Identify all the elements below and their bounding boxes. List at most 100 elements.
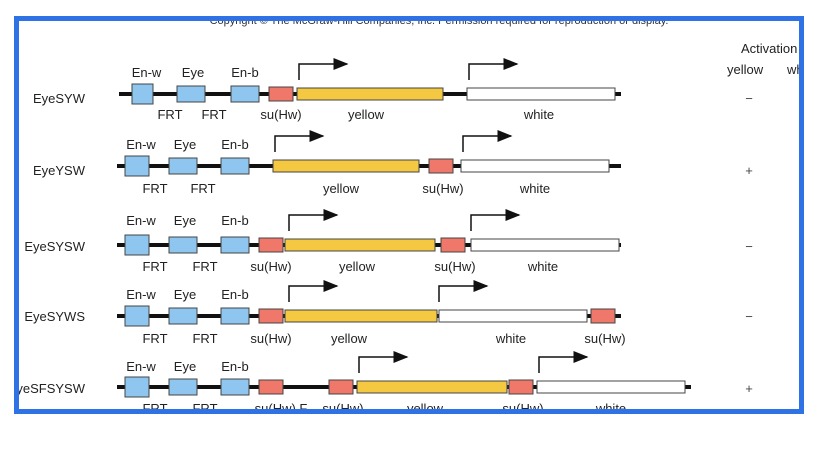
yellow-gene-eyesyws	[284, 309, 438, 323]
eye-label-eyesyws: Eye	[174, 287, 196, 302]
yellow-label-eyesyws: yellow	[331, 331, 368, 346]
promoter-arrow-eyeysw-1	[274, 130, 325, 152]
en-w-label-eyesyws: En-w	[126, 287, 156, 302]
white-column-header: white	[787, 62, 804, 77]
en-w-label-eyesyw: En-w	[132, 65, 162, 80]
promoter-arrow-eyesysw-2	[470, 209, 521, 231]
en-b-label-eyesyws: En-b	[221, 287, 248, 302]
frt-label-eyesyws-1: FRT	[142, 331, 167, 346]
white-label-eyesfsysw: white	[595, 401, 626, 414]
en-b-label-eyesfsysw: En-b	[221, 359, 248, 374]
frt-label-eyesyws-2: FRT	[192, 331, 217, 346]
frt-label-eyesysw-1: FRT	[142, 259, 167, 274]
su-hw-insulator-eyesyws-1	[258, 308, 284, 324]
su-hw-insulator-eyesyw-1	[268, 86, 294, 102]
promoter-arrow-eyesfsysw-2	[538, 351, 589, 373]
white-gene-eyesyw	[466, 87, 616, 101]
en-w-label-eyesysw: En-w	[126, 213, 156, 228]
white-label-eyesyw: white	[523, 107, 554, 122]
en-b-enhancer-eyeysw	[220, 157, 250, 175]
su-hw-label-eyesyws-1: su(Hw)	[250, 331, 291, 346]
white-gene-eyesyws	[438, 309, 588, 323]
yellow-gene-eyeysw	[272, 159, 420, 173]
eye-enhancer-eyesysw	[168, 236, 198, 254]
row-label-eyesyws: EyeSYWS	[24, 309, 85, 324]
su-hw-label-eyesysw-2: su(Hw)	[434, 259, 475, 274]
su-hw-insulator-eyesfsysw-1	[258, 379, 284, 395]
eye-enhancer-eyeysw	[168, 157, 198, 175]
row-label-eyeysw: EyeYSW	[32, 163, 85, 178]
en-w-label-eyeysw: En-w	[126, 137, 156, 152]
en-b-enhancer-eyesyw	[230, 85, 260, 103]
figure-frame: Copyright © The McGraw-Hill Companies, I…	[14, 16, 804, 414]
su-hw-label-eyesysw-1: su(Hw)	[250, 259, 291, 274]
en-b-label-eyesyw: En-b	[231, 65, 258, 80]
su-hw-insulator-eyesyws-2	[590, 308, 616, 324]
row-label-eyesysw: EyeSYSW	[24, 239, 85, 254]
eye-enhancer-eyesfsysw	[168, 378, 198, 396]
su-hw-label-eyesyws-2: su(Hw)	[584, 331, 625, 346]
white-label-eyeysw: white	[519, 181, 550, 196]
frt-label-eyeysw-1: FRT	[142, 181, 167, 196]
frt-label-eyesfsysw-2: FRT	[192, 401, 217, 414]
yellow-activation-eyesyw: −	[745, 91, 753, 106]
su-hw-insulator-eyeysw-1	[428, 158, 454, 174]
white-label-eyesyws: white	[495, 331, 526, 346]
eye-enhancer-eyesyws	[168, 307, 198, 325]
frt-label-eyeysw-2: FRT	[190, 181, 215, 196]
promoter-arrow-eyesfsysw-1	[358, 351, 409, 373]
su-hw-insulator-eyesysw-1	[258, 237, 284, 253]
su-hw-label-eyesyw-1: su(Hw)	[260, 107, 301, 122]
en-w-label-eyesfsysw: En-w	[126, 359, 156, 374]
frt-label-eyesyw-2: FRT	[201, 107, 226, 122]
en-w-enhancer-eyeysw	[124, 155, 150, 177]
su-hw-insulator-eyesysw-2	[440, 237, 466, 253]
yellow-label-eyeysw: yellow	[323, 181, 360, 196]
yellow-activation-eyeysw: +	[745, 163, 753, 178]
en-b-enhancer-eyesysw	[220, 236, 250, 254]
yellow-gene-eyesfsysw	[356, 380, 508, 394]
en-w-enhancer-eyesyw	[131, 83, 154, 105]
en-b-enhancer-eyesyws	[220, 307, 250, 325]
frt-label-eyesyw-1: FRT	[157, 107, 182, 122]
yellow-label-eyesyw: yellow	[348, 107, 385, 122]
su-hw-label-eyesfsysw-1: su(Hw) F	[255, 401, 308, 414]
row-label-eyesyw: EyeSYW	[32, 91, 85, 106]
en-w-enhancer-eyesyws	[124, 305, 150, 327]
promoter-arrow-eyesyws-2	[438, 280, 489, 302]
frt-label-eyesysw-2: FRT	[192, 259, 217, 274]
su-hw-insulator-eyesfsysw-2	[328, 379, 354, 395]
eye-label-eyesfsysw: Eye	[174, 359, 196, 374]
en-b-label-eyesysw: En-b	[221, 213, 248, 228]
promoter-arrow-eyeysw-2	[462, 130, 513, 152]
en-w-enhancer-eyesysw	[124, 234, 150, 256]
copyright-notice: Copyright © The McGraw-Hill Companies, I…	[209, 16, 669, 27]
white-gene-eyeysw	[460, 159, 610, 173]
row-label-eyesfsysw: EyeSFSYSW	[14, 381, 85, 396]
yellow-label-eyesysw: yellow	[339, 259, 376, 274]
eye-label-eyesyw: Eye	[182, 65, 204, 80]
en-b-enhancer-eyesfsysw	[220, 378, 250, 396]
yellow-activation-eyesysw: −	[745, 239, 753, 254]
eye-label-eyeysw: Eye	[174, 137, 196, 152]
su-hw-label-eyesfsysw-3: su(Hw)	[502, 401, 543, 414]
white-gene-eyesysw	[470, 238, 620, 252]
yellow-column-header: yellow	[727, 62, 764, 77]
promoter-arrow-eyesyw-2	[468, 58, 519, 80]
promoter-arrow-eyesysw-1	[288, 209, 339, 231]
white-gene-eyesfsysw	[536, 380, 686, 394]
su-hw-insulator-eyesfsysw-3	[508, 379, 534, 395]
yellow-gene-eyesysw	[284, 238, 436, 252]
yellow-activation-eyesfsysw: +	[745, 381, 753, 396]
en-w-enhancer-eyesfsysw	[124, 376, 150, 398]
yellow-gene-eyesyw	[296, 87, 444, 101]
activation-header: Activation	[741, 41, 798, 56]
promoter-arrow-eyesyw-1	[298, 58, 349, 80]
yellow-activation-eyesyws: −	[745, 309, 753, 324]
yellow-label-eyesfsysw: yellow	[407, 401, 444, 414]
promoter-arrow-eyesyws-1	[288, 280, 339, 302]
frt-label-eyesfsysw-1: FRT	[142, 401, 167, 414]
white-label-eyesysw: white	[527, 259, 558, 274]
en-b-label-eyeysw: En-b	[221, 137, 248, 152]
